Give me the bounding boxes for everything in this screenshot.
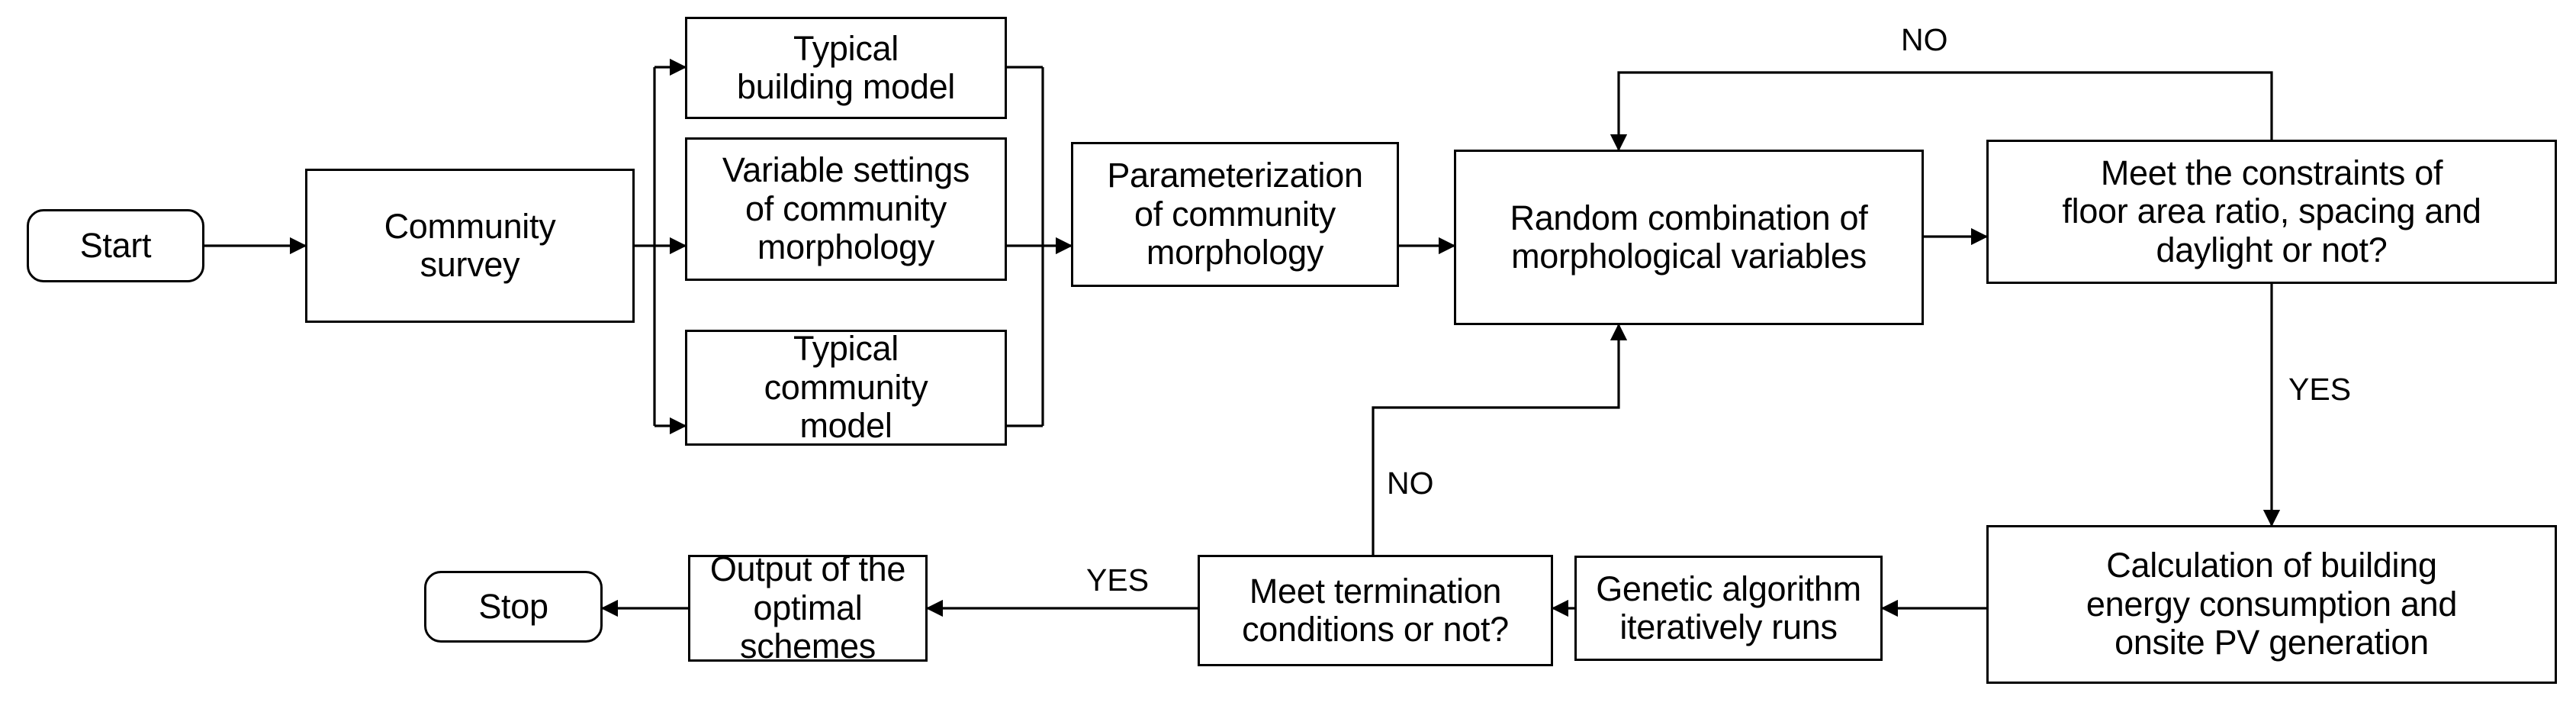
node-genetic-algorithm-label: Genetic algorithm iteratively runs [1596,569,1861,646]
edge-label-termination-no: NO [1384,468,1437,499]
edge-constraints-no-loop [1610,71,2273,152]
node-variable-settings[interactable]: Variable settings of community morpholog… [685,137,1007,281]
node-random-combination[interactable]: Random combination of morphological vari… [1454,150,1924,325]
node-variable-settings-label: Variable settings of community morpholog… [722,150,970,267]
edge-label-termination-yes: YES [1083,565,1153,596]
node-community-survey-label: Community survey [384,206,556,284]
node-community-survey[interactable]: Community survey [305,169,635,323]
node-start-label: Start [79,225,152,265]
node-typical-community-model-label: Typical community model [764,329,928,446]
node-meet-constraints-label: Meet the constraints of floor area ratio… [2062,153,2481,269]
node-parameterization[interactable]: Parameterization of community morphology [1071,142,1399,287]
node-stop[interactable]: Stop [424,571,603,643]
node-meet-constraints[interactable]: Meet the constraints of floor area ratio… [1986,140,2557,284]
node-typical-community-model[interactable]: Typical community model [685,330,1007,446]
node-typical-building-model[interactable]: Typical building model [685,17,1007,119]
node-genetic-algorithm[interactable]: Genetic algorithm iteratively runs [1574,556,1883,661]
edge-label-constraints-no: NO [1898,24,1951,56]
node-start[interactable]: Start [27,209,204,282]
edge-termination-no-loop [1372,323,1628,555]
node-meet-termination[interactable]: Meet termination conditions or not? [1198,555,1553,666]
node-output-optimal-label: Output of the optimal schemes [709,549,906,666]
node-output-optimal[interactable]: Output of the optimal schemes [688,550,928,665]
node-calculation-label: Calculation of building energy consumpti… [2086,546,2458,662]
node-calculation[interactable]: Calculation of building energy consumpti… [1986,525,2557,684]
node-typical-building-model-label: Typical building model [737,28,955,106]
node-stop-label: Stop [478,586,548,626]
node-meet-termination-label: Meet termination conditions or not? [1242,571,1509,649]
node-parameterization-label: Parameterization of community morphology [1107,156,1363,272]
node-random-combination-label: Random combination of morphological vari… [1510,198,1868,276]
edge-label-constraints-yes: YES [2285,374,2355,405]
